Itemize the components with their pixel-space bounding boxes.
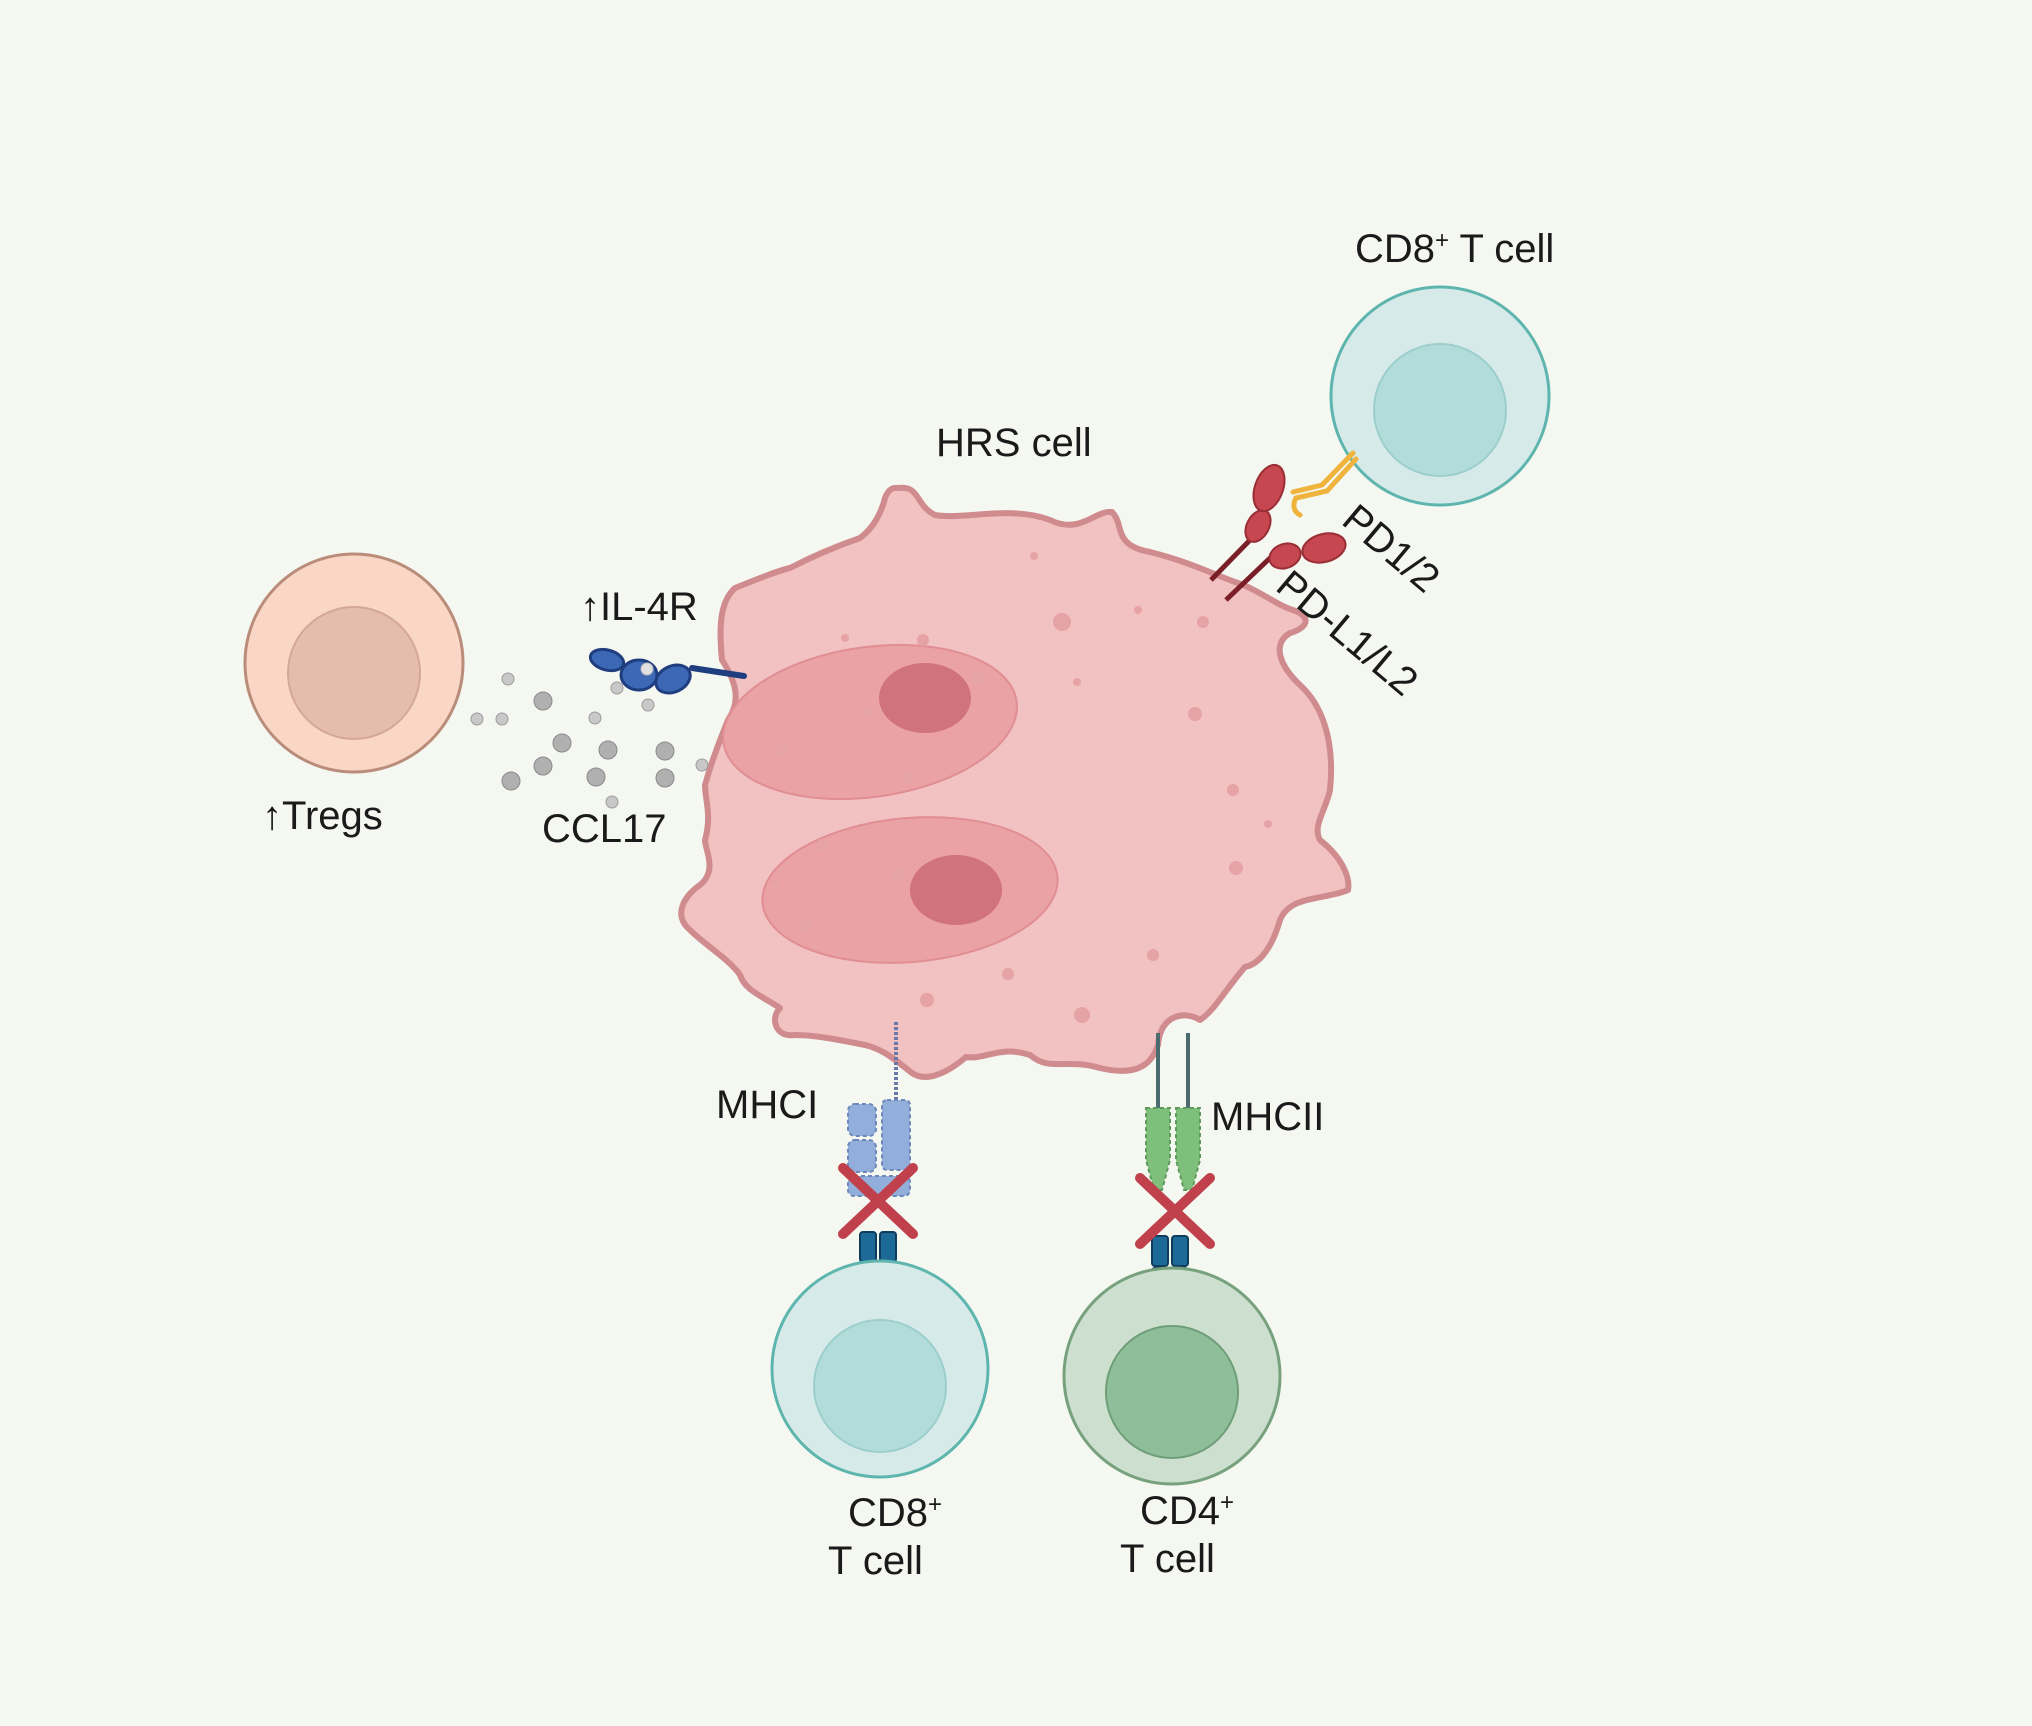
label-cd4: CD4+	[1140, 1489, 1234, 1533]
mhc1-alpha-lower	[847, 1139, 877, 1173]
label-cd8-top-main: CD8	[1355, 227, 1435, 271]
il4r-domain-3	[654, 663, 692, 695]
cd4-t-cell-bottom	[1062, 1266, 1282, 1486]
cd8-bottom-nucleus	[813, 1319, 947, 1453]
pd-l1-domain-2	[1252, 463, 1286, 513]
pd-l2-ligand	[1224, 532, 1347, 602]
pd-l1-ligand	[1209, 463, 1286, 582]
cytoplasm-granules	[772, 552, 1272, 1023]
mhc1-alpha-upper	[847, 1103, 877, 1137]
nucleolus-upper	[879, 663, 971, 733]
label-tregs: ↑Tregs	[262, 794, 383, 838]
pd-l2-domain-2	[1301, 532, 1347, 564]
label-cd8-top: CD8+ T cell	[1355, 227, 1554, 271]
up-arrow-icon: ↑	[580, 585, 600, 629]
mhc2-alpha-chain	[1145, 1107, 1171, 1191]
pd1-receptor	[1290, 450, 1359, 518]
label-hrs-cell: HRS cell	[936, 421, 1092, 465]
pd-l2-domain-1	[1268, 542, 1302, 570]
cd8-t-cell-top	[1329, 285, 1551, 507]
label-cd8-bottom-line2: T cell	[828, 1539, 923, 1583]
nucleolus-lower	[910, 855, 1002, 925]
label-cd8-top-tail: T cell	[1449, 227, 1554, 271]
tcr-cd4-alpha-upper	[1151, 1235, 1169, 1267]
label-tregs-text: Tregs	[282, 794, 383, 838]
treg-nucleus	[287, 606, 421, 740]
label-cd4-line2: T cell	[1120, 1537, 1215, 1581]
cd8-top-nucleus	[1373, 343, 1507, 477]
treg-cell	[243, 552, 465, 774]
tcr-cd8-alpha-upper	[859, 1231, 877, 1263]
cross-icon-mhc2	[1135, 1173, 1215, 1249]
tcr-cd8-beta-upper	[879, 1231, 897, 1263]
il4r-receptor	[588, 647, 747, 695]
label-cd4-sup: +	[1220, 1489, 1234, 1516]
cross-icon-mhc1	[838, 1163, 918, 1239]
label-ccl17: CCL17	[542, 807, 667, 851]
label-cd8-bottom-sup: +	[928, 1491, 942, 1518]
mhc1-heavy-chain	[881, 1099, 911, 1171]
up-arrow-icon: ↑	[262, 794, 282, 838]
cd4-nucleus	[1105, 1325, 1239, 1459]
label-mhc2: MHCII	[1211, 1095, 1324, 1139]
mhc2-molecule	[1145, 1033, 1201, 1191]
label-cd8-bottom-main: CD8	[848, 1491, 928, 1535]
label-il4r-text: IL-4R	[600, 585, 698, 629]
hrs-cell	[678, 484, 1352, 1080]
tcr-cd4-beta-upper	[1171, 1235, 1189, 1267]
label-cd8-top-sup: +	[1435, 227, 1449, 254]
label-cd8-bottom: CD8+	[848, 1491, 942, 1535]
ccl17-chemokines	[470, 662, 709, 809]
cd8-t-cell-bottom	[770, 1259, 990, 1479]
label-mhc1: MHCI	[716, 1083, 818, 1127]
label-il4r: ↑IL-4R	[580, 585, 698, 629]
il4r-domain-1	[588, 647, 626, 673]
label-cd4-main: CD4	[1140, 1489, 1220, 1533]
